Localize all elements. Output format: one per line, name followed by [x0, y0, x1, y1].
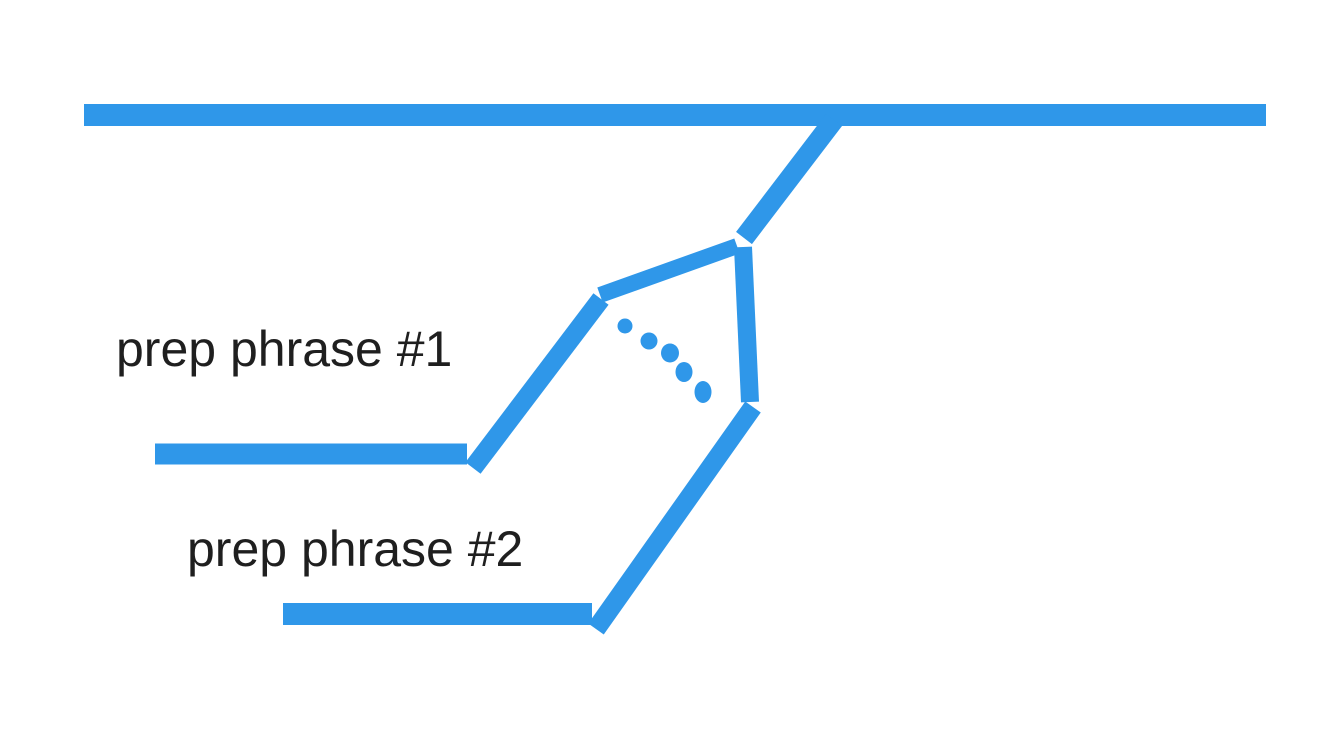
- conjunction-dot: [675, 362, 693, 382]
- prep-phrase-2-label: prep phrase #2: [187, 521, 524, 577]
- conjunction-dot: [617, 318, 633, 334]
- modifier-slant-line: [736, 113, 842, 245]
- diagram-lines: [84, 104, 1266, 635]
- fork-vertical-leg: [734, 246, 759, 403]
- conjunction-dot: [640, 332, 658, 350]
- prep-phrase-2-slant: [588, 401, 761, 635]
- conjunction-dot: [661, 343, 679, 363]
- dotted-conjunction-connector: [617, 318, 712, 403]
- prep-phrase-1-slant: [465, 293, 609, 474]
- prep-phrase-1-label: prep phrase #1: [116, 321, 453, 377]
- fork-upper-connector: [597, 238, 740, 303]
- conjunction-dot: [694, 381, 712, 403]
